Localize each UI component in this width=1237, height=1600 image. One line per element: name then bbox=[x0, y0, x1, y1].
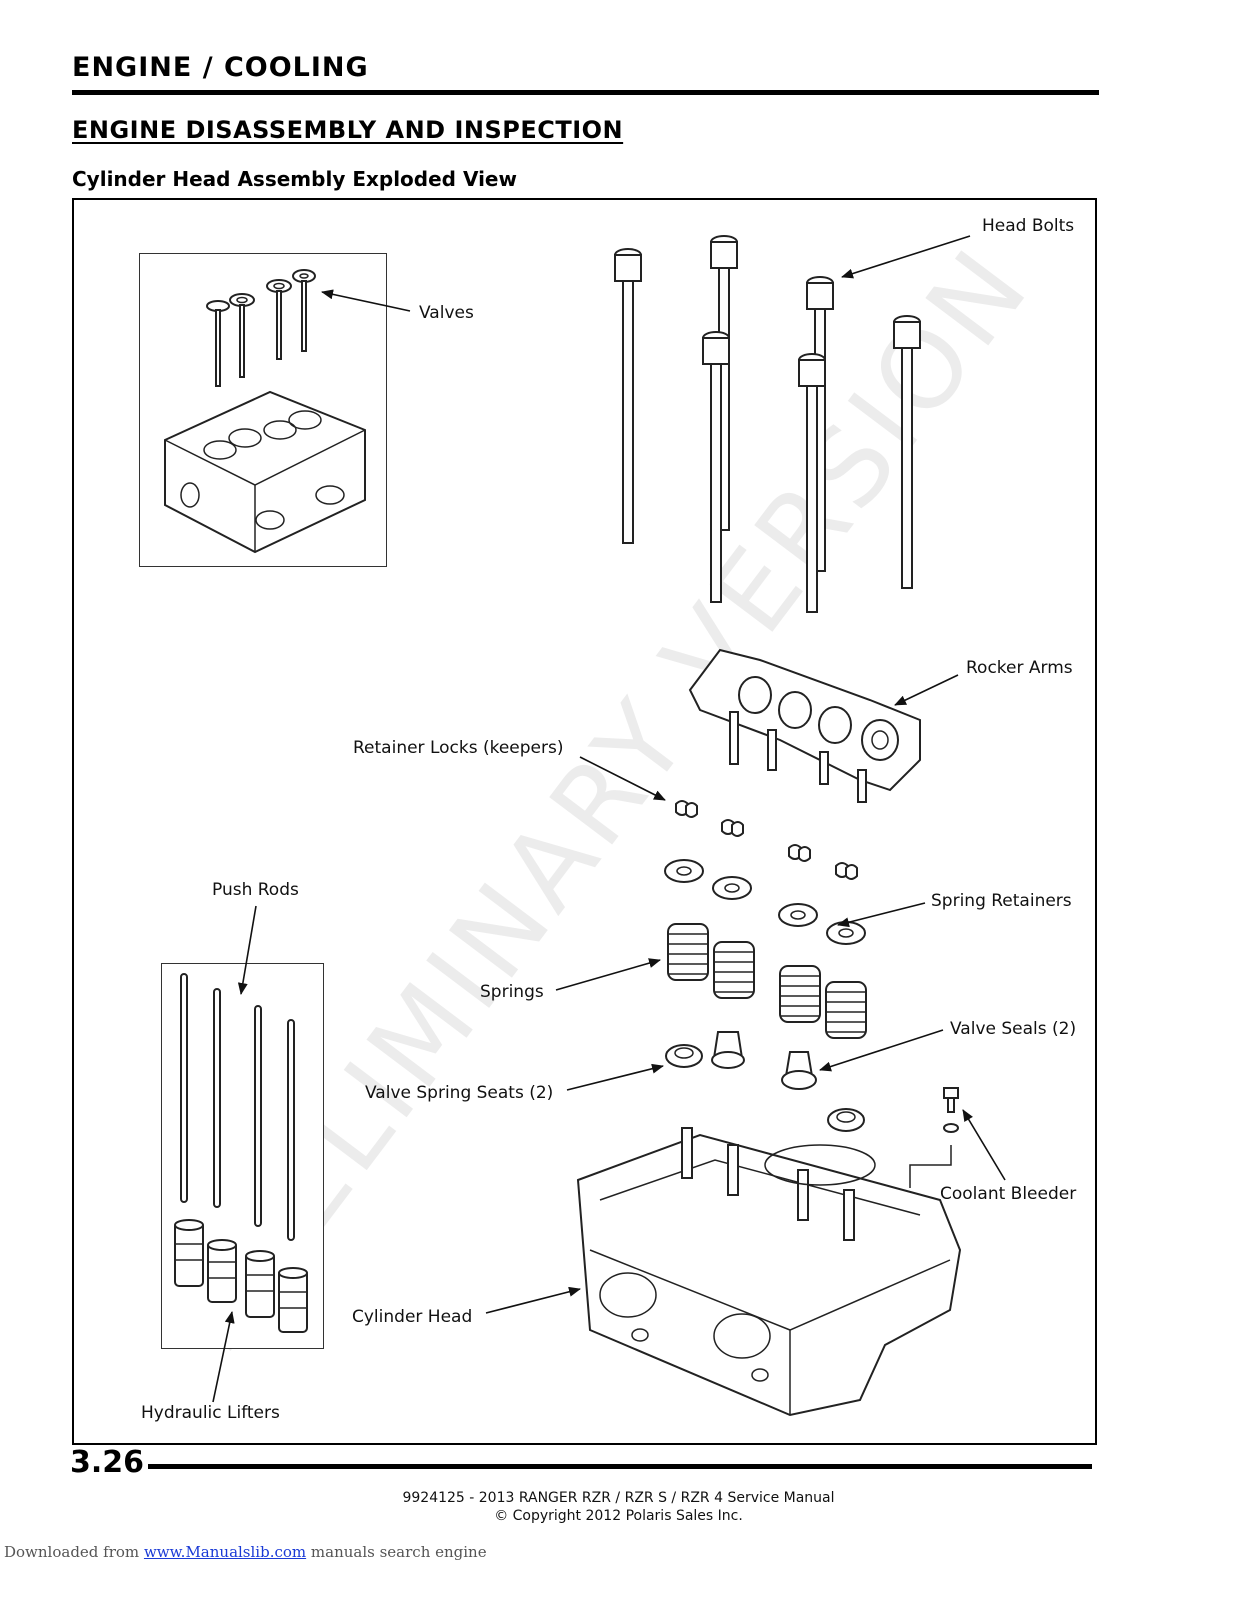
leader-lines bbox=[212, 235, 1006, 1403]
push-rods-drawing bbox=[180, 973, 295, 1241]
retainer-locks-drawing bbox=[675, 800, 858, 880]
manualslib-link[interactable]: www.Manualslib.com bbox=[143, 1543, 307, 1561]
download-prefix: Downloaded from bbox=[4, 1543, 140, 1561]
callout-cylinder-head: Cylinder Head bbox=[352, 1307, 473, 1327]
callout-coolant-bleeder: Coolant Bleeder bbox=[940, 1184, 1077, 1204]
springs-drawing bbox=[667, 923, 867, 1039]
manual-title: 9924125 - 2013 RANGER RZR / RZR S / RZR … bbox=[402, 1490, 835, 1506]
figure-subtitle: Cylinder Head Assembly Exploded View bbox=[72, 167, 517, 191]
callout-head-bolts: Head Bolts bbox=[982, 216, 1075, 236]
copyright: © Copyright 2012 Polaris Sales Inc. bbox=[494, 1508, 743, 1524]
head-bolts-drawing bbox=[614, 235, 921, 613]
coolant-bleeder-drawing bbox=[909, 1087, 959, 1188]
callout-valves: Valves bbox=[419, 303, 474, 323]
callout-hydraulic-lifters: Hydraulic Lifters bbox=[141, 1403, 280, 1423]
callout-valve-seals: Valve Seals (2) bbox=[950, 1019, 1077, 1039]
valve-seals-and-seats-drawing bbox=[665, 1031, 865, 1132]
rocker-arms-drawing bbox=[688, 648, 921, 803]
download-suffix: manuals search engine bbox=[310, 1543, 487, 1561]
callout-valve-spring-seats: Valve Spring Seats (2) bbox=[365, 1083, 554, 1103]
callout-retainer-locks: Retainer Locks (keepers) bbox=[353, 738, 564, 758]
callout-push-rods: Push Rods bbox=[212, 880, 299, 900]
callout-springs: Springs bbox=[480, 982, 544, 1002]
figure-frame bbox=[72, 198, 1097, 1445]
page-title: ENGINE DISASSEMBLY AND INSPECTION bbox=[72, 116, 624, 144]
footer-rule bbox=[148, 1464, 1092, 1469]
header-rule bbox=[72, 90, 1099, 95]
callout-rocker-arms: Rocker Arms bbox=[966, 658, 1073, 678]
section-header: ENGINE / COOLING bbox=[72, 52, 369, 83]
cylinder-head-drawing bbox=[576, 1127, 962, 1417]
valves-drawing bbox=[206, 269, 316, 387]
page-number: 3.26 bbox=[70, 1445, 145, 1480]
small-cylinder-head-drawing bbox=[164, 390, 366, 554]
callout-spring-retainers: Spring Retainers bbox=[931, 891, 1072, 911]
spring-retainers-drawing bbox=[664, 859, 866, 945]
download-bar: Downloaded from www.Manualslib.com manua… bbox=[4, 1543, 487, 1561]
hydraulic-lifters-drawing bbox=[174, 1219, 308, 1333]
